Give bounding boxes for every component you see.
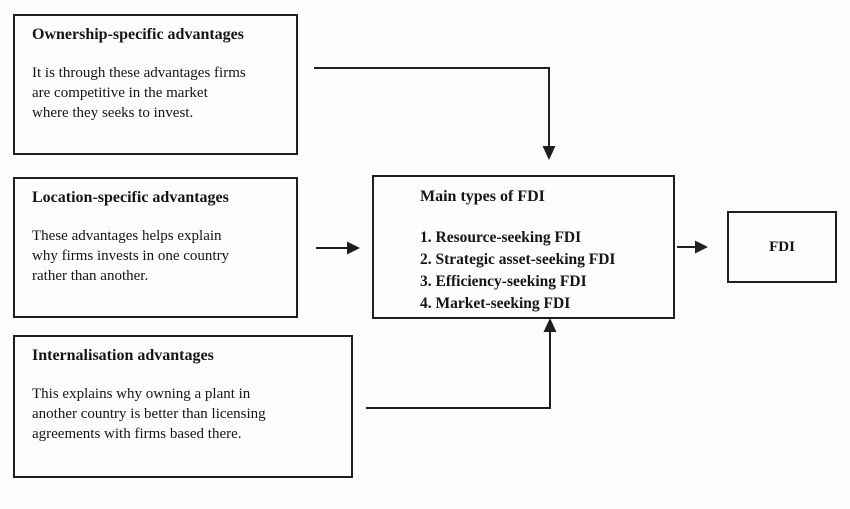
box-title: Main types of FDI (420, 188, 545, 205)
box-ownership-advantages: Ownership-specific advantages It is thro… (13, 14, 298, 155)
box-body-line: It is through these advantages firms (32, 65, 246, 81)
box-main-types-of-fdi: Main types of FDI 1. Resource-seeking FD… (372, 175, 675, 319)
box-body-line: rather than another. (32, 268, 149, 284)
box-title: Ownership-specific advantages (32, 26, 244, 43)
fdi-label: FDI (769, 238, 795, 255)
box-body-line: These advantages helps explain (32, 228, 222, 244)
arrow-location-to-main (316, 241, 360, 255)
box-location-advantages: Location-specific advantages These advan… (13, 177, 298, 318)
arrow-ownership-to-main (314, 67, 556, 160)
arrow-internalisation-to-main (366, 318, 557, 409)
box-body-line: are competitive in the market (32, 85, 208, 101)
fdi-type-item: 4. Market-seeking FDI (420, 295, 571, 312)
fdi-type-item: 2. Strategic asset-seeking FDI (420, 251, 616, 268)
box-fdi: FDI (727, 211, 837, 283)
box-body-line: another country is better than licensing (32, 406, 266, 422)
box-body-line: agreements with firms based there. (32, 426, 242, 442)
box-body-line: This explains why owning a plant in (32, 386, 251, 402)
arrow-main-to-fdi (677, 240, 708, 254)
box-title: Internalisation advantages (32, 347, 214, 364)
fdi-type-item: 1. Resource-seeking FDI (420, 229, 582, 246)
box-body-line: why firms invests in one country (32, 248, 230, 264)
box-title: Location-specific advantages (32, 189, 229, 206)
box-body-line: where they seeks to invest. (32, 105, 194, 121)
fdi-type-item: 3. Efficiency-seeking FDI (420, 273, 587, 290)
box-internalisation-advantages: Internalisation advantages This explains… (13, 335, 353, 478)
